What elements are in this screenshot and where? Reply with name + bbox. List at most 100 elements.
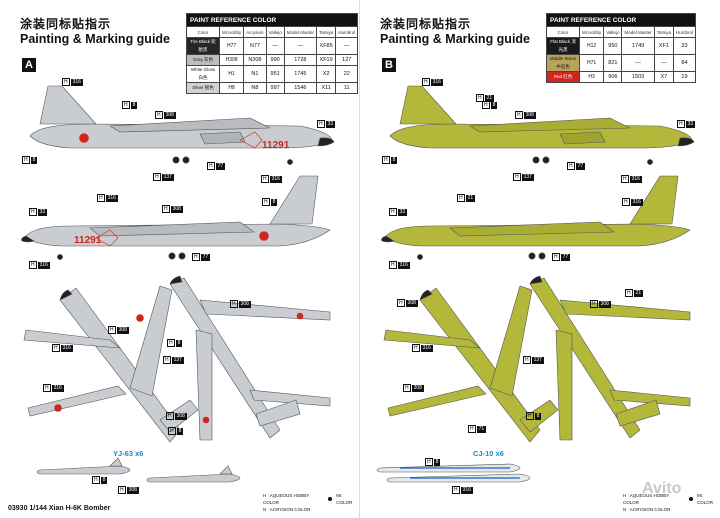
- aircraft-illustrations: 11291 11291: [21, 85, 335, 483]
- humbrol-code: 19: [672, 71, 697, 83]
- legend-mr: Mr. COLOR: [697, 493, 714, 505]
- hobby-code: H3: [588, 74, 595, 80]
- color-swatch: Tire Black 轮胎黑: [190, 39, 216, 52]
- painting-guide-right-page: 涂装同标贴指示 Painting & Marking guide B PAINT…: [360, 0, 720, 518]
- aircraft-illustrations: [376, 85, 695, 483]
- hobby-code: H308: [225, 57, 238, 63]
- acrysion-code: N8: [243, 82, 267, 94]
- column-header: Tamiya: [315, 26, 337, 38]
- color-swatch: Flat Black 消光黑: [550, 39, 576, 52]
- column-header: Color: [546, 26, 580, 38]
- missile-label: CJ-10 x6: [473, 449, 504, 458]
- missile-drawings: [376, 463, 531, 483]
- table-header: PAINT REFERENCE COLOR: [185, 13, 359, 27]
- color-legend: H : AQUEOUS HOBBY COLOR Mr. COLOR N : ACR…: [623, 492, 720, 513]
- missile-label: YJ-63 x6: [113, 449, 144, 458]
- topside-view: [529, 275, 691, 441]
- title-english: Painting & Marking guide: [20, 32, 171, 46]
- vallejo-code: 997: [265, 82, 285, 94]
- title-chinese: 涂装同标贴指示: [380, 17, 472, 31]
- legend-n: N : ACRYSION COLOR: [623, 507, 671, 512]
- acrysion-code: N77: [243, 37, 267, 55]
- painting-guide-left-page: 涂装同标贴指示 Painting & Marking guide A PAINT…: [8, 0, 360, 518]
- hobby-code: H77: [227, 43, 237, 49]
- color-swatch: White Gloss 白色: [190, 67, 216, 80]
- color-swatch: Silver 银色: [192, 85, 214, 90]
- underside-view: [383, 285, 559, 443]
- tamiya-code: X7: [653, 71, 674, 83]
- table-header: PAINT REFERENCE COLOR: [546, 13, 696, 27]
- column-header: Vallejo: [265, 26, 285, 38]
- footer-caption: 03930 1/144 Xian H-6K Bomber: [8, 505, 111, 512]
- table-row: Silver 银色 H8 N8 997 1546 X11 11: [186, 82, 359, 94]
- legend-n: N : ACRYSION COLOR: [263, 507, 311, 512]
- legend-h: H : AQUEOUS HOBBY COLOR: [623, 493, 670, 505]
- hobby-code: H71: [587, 60, 597, 66]
- vallejo-code: —: [265, 37, 285, 55]
- model-master-code: 1503: [621, 71, 655, 83]
- color-swatch: Middle Stone 中石色: [549, 56, 577, 69]
- paint-reference-table: PAINT REFERENCE COLOR Color Mr.Hobby Acr…: [185, 13, 359, 94]
- vallejo-code: 906: [603, 71, 623, 83]
- hobby-code: H12: [587, 43, 597, 49]
- mr-color-dot-icon: [689, 497, 693, 501]
- mr-color-dot-icon: [328, 497, 333, 501]
- avito-watermark: Avito: [642, 480, 682, 497]
- scheme-letter: B: [382, 58, 396, 72]
- aircraft-number-lower: 11291: [74, 235, 102, 246]
- side-view-lower: [381, 175, 691, 260]
- humbrol-code: 22: [335, 65, 359, 83]
- side-view-upper: [389, 85, 695, 165]
- title-chinese: 涂装同标贴指示: [20, 17, 112, 31]
- side-view-upper: [29, 85, 335, 165]
- hobby-code: H1: [228, 71, 235, 77]
- hobby-code: H8: [228, 85, 235, 91]
- paint-reference-table: PAINT REFERENCE COLOR Color Mr.Hobby Val…: [546, 13, 697, 83]
- tamiya-code: X11: [315, 82, 337, 94]
- topside-view: [169, 275, 331, 441]
- legend-h: H : AQUEOUS HOBBY COLOR: [263, 493, 310, 505]
- color-swatch: Grey 灰色: [192, 57, 213, 62]
- missile-drawings: [36, 457, 241, 483]
